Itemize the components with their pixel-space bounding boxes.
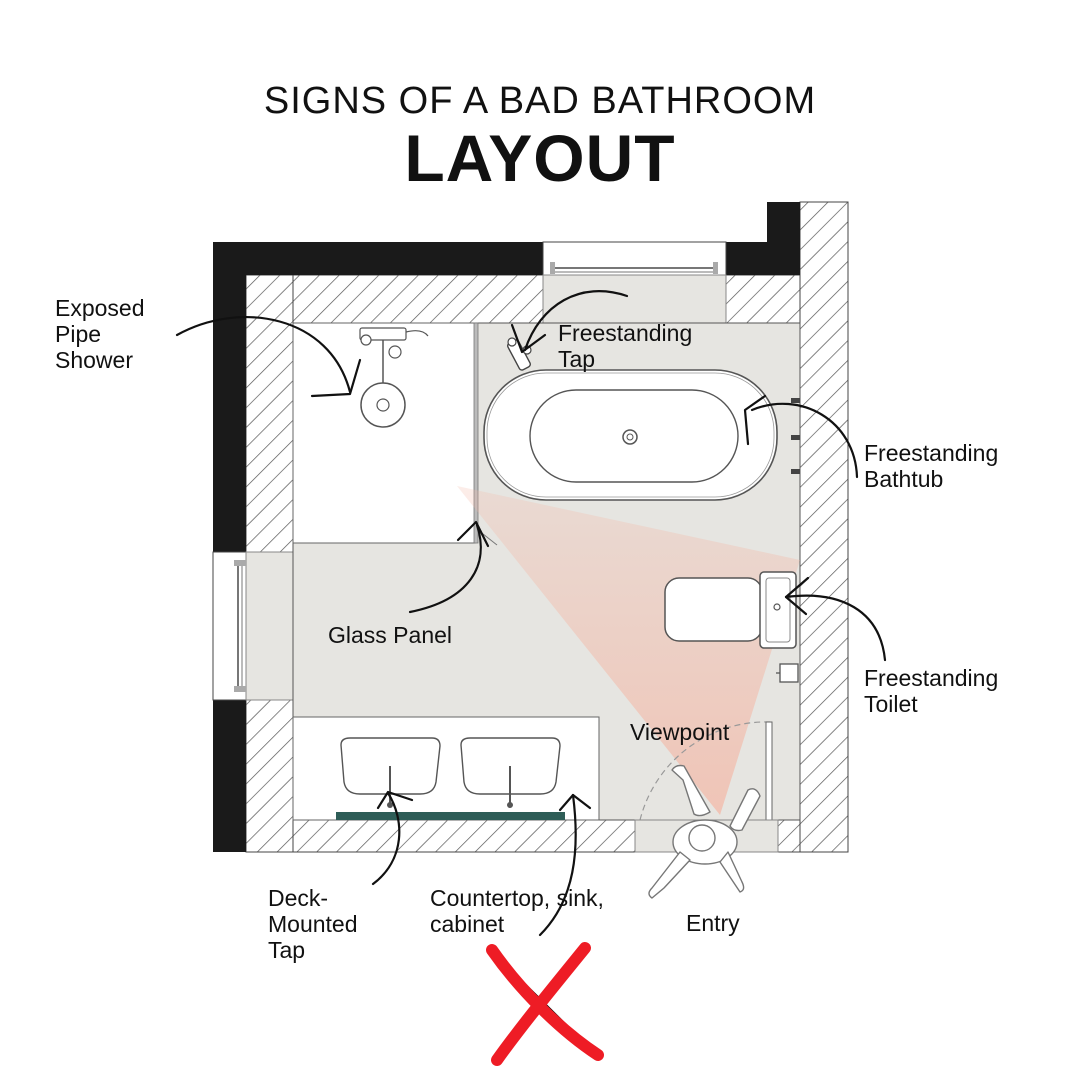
label-viewpoint: Viewpoint: [630, 719, 730, 745]
solid-walls: [213, 202, 800, 852]
top-window: [542, 241, 727, 324]
arrow-deck-tap: [371, 791, 401, 886]
label-exposed-pipe-shower: Exposed Pipe Shower: [55, 295, 145, 373]
toilet: [664, 571, 799, 683]
arrow-shower: [175, 316, 352, 394]
label-deck-mounted-tap: Deck- Mounted Tap: [268, 885, 358, 963]
arrow-freestanding-tap: [523, 290, 629, 352]
annotation-arrows: [175, 290, 887, 937]
left-window: [212, 551, 294, 701]
freestanding-tap: [507, 337, 532, 371]
hatched-walls: [245, 201, 849, 853]
wall-hooks: [791, 398, 800, 474]
label-freestanding-tap: Freestanding Tap: [558, 320, 693, 372]
label-entry: Entry: [686, 910, 740, 936]
arrow-toilet: [784, 594, 887, 662]
title-line-2: LAYOUT: [404, 121, 676, 195]
red-x-icon: [486, 942, 604, 1066]
shower-area: [292, 322, 476, 544]
label-glass-panel: Glass Panel: [328, 622, 453, 648]
arrow-glass-panel: [408, 523, 482, 614]
vanity-counter: [292, 716, 600, 821]
view-cone: [457, 486, 800, 815]
person-figure: [648, 764, 761, 899]
arrow-bathtub: [750, 402, 859, 479]
arrow-countertop: [538, 793, 577, 937]
title-line-1: SIGNS OF A BAD BATHROOM: [263, 80, 817, 122]
label-countertop-sink-cabinet: Countertop, sink, cabinet: [430, 885, 604, 937]
label-freestanding-bathtub: Freestanding Bathtub: [864, 440, 999, 492]
label-freestanding-toilet: Freestanding Toilet: [864, 665, 999, 717]
bathtub: [483, 369, 778, 501]
